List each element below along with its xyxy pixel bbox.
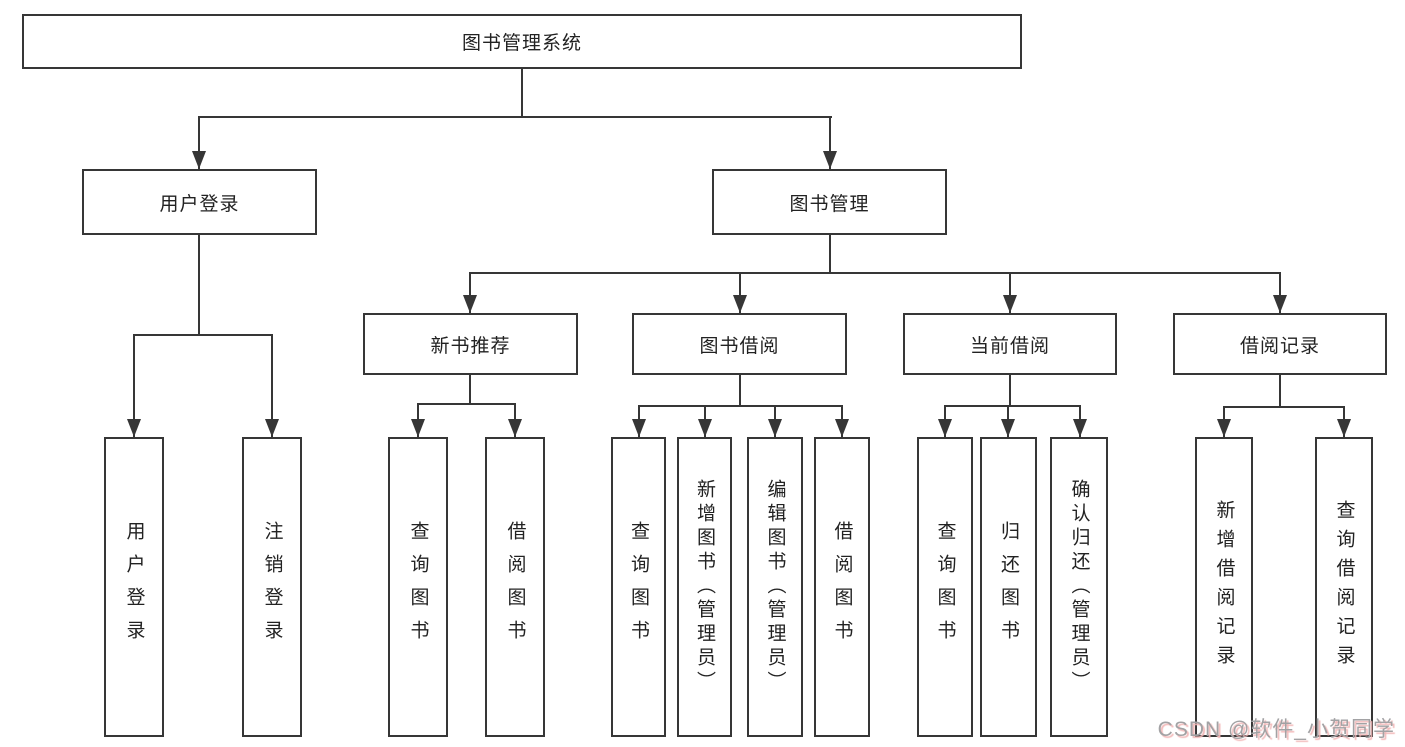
connector-line bbox=[271, 334, 273, 437]
leaf-edit-books-admin: 编辑图书（管理员） bbox=[747, 437, 803, 737]
connector-line bbox=[1279, 272, 1281, 313]
arrowhead-down-icon bbox=[192, 151, 206, 169]
arrowhead-down-icon bbox=[1337, 419, 1351, 437]
node-borrowing-records: 借阅记录 bbox=[1173, 313, 1387, 375]
arrowhead-down-icon bbox=[1217, 419, 1231, 437]
arrowhead-down-icon bbox=[835, 419, 849, 437]
node-new-book-recommend: 新书推荐 bbox=[363, 313, 578, 375]
connector-line bbox=[521, 69, 523, 117]
leaf-logout: 注销登录 bbox=[242, 437, 302, 737]
arrowhead-down-icon bbox=[265, 419, 279, 437]
connector-line bbox=[198, 116, 832, 118]
leaf-user-login: 用户登录 bbox=[104, 437, 164, 737]
connector-line bbox=[469, 272, 1281, 274]
arrowhead-down-icon bbox=[938, 419, 952, 437]
leaf-add-books-admin: 新增图书（管理员） bbox=[677, 437, 732, 737]
arrowhead-down-icon bbox=[1001, 419, 1015, 437]
leaf-query-borrow-record: 查询借阅记录 bbox=[1315, 437, 1373, 737]
connector-line bbox=[739, 272, 741, 313]
connector-line bbox=[198, 116, 200, 169]
arrowhead-down-icon bbox=[1273, 295, 1287, 313]
arrowhead-down-icon bbox=[1003, 295, 1017, 313]
arrowhead-down-icon bbox=[411, 419, 425, 437]
arrowhead-down-icon bbox=[632, 419, 646, 437]
arrowhead-down-icon bbox=[768, 419, 782, 437]
node-book-management: 图书管理 bbox=[712, 169, 947, 235]
connector-line bbox=[1223, 406, 1345, 408]
connector-line bbox=[198, 235, 200, 335]
connector-line bbox=[1009, 272, 1011, 313]
connector-line bbox=[469, 375, 471, 405]
connector-line bbox=[417, 403, 516, 405]
watermark: CSDN @软件_小贺同学 bbox=[1157, 718, 1395, 741]
connector-line bbox=[829, 235, 831, 274]
connector-line bbox=[1279, 375, 1281, 408]
arrowhead-down-icon bbox=[508, 419, 522, 437]
arrowhead-down-icon bbox=[733, 295, 747, 313]
connector-line bbox=[739, 375, 741, 407]
node-book-borrowing: 图书借阅 bbox=[632, 313, 847, 375]
arrowhead-down-icon bbox=[698, 419, 712, 437]
leaf-return-books: 归还图书 bbox=[980, 437, 1037, 737]
connector-line bbox=[133, 334, 135, 437]
leaf-confirm-return-admin: 确认归还（管理员） bbox=[1050, 437, 1108, 737]
leaf-add-borrow-record: 新增借阅记录 bbox=[1195, 437, 1253, 737]
connector-line bbox=[1009, 375, 1011, 407]
connector-line bbox=[133, 334, 273, 336]
arrowhead-down-icon bbox=[463, 295, 477, 313]
leaf-borrow-books: 借阅图书 bbox=[485, 437, 545, 737]
connector-line bbox=[944, 405, 1081, 407]
leaf-borrow-books: 借阅图书 bbox=[814, 437, 870, 737]
node-current-borrowing: 当前借阅 bbox=[903, 313, 1117, 375]
connector-line bbox=[829, 116, 831, 169]
arrowhead-down-icon bbox=[1073, 419, 1087, 437]
node-library-system: 图书管理系统 bbox=[22, 14, 1022, 69]
leaf-query-books: 查询图书 bbox=[388, 437, 448, 737]
leaf-query-books: 查询图书 bbox=[611, 437, 666, 737]
connector-line bbox=[469, 272, 471, 313]
node-user-login: 用户登录 bbox=[82, 169, 317, 235]
arrowhead-down-icon bbox=[127, 419, 141, 437]
leaf-query-books: 查询图书 bbox=[917, 437, 973, 737]
connector-line bbox=[638, 405, 843, 407]
arrowhead-down-icon bbox=[823, 151, 837, 169]
